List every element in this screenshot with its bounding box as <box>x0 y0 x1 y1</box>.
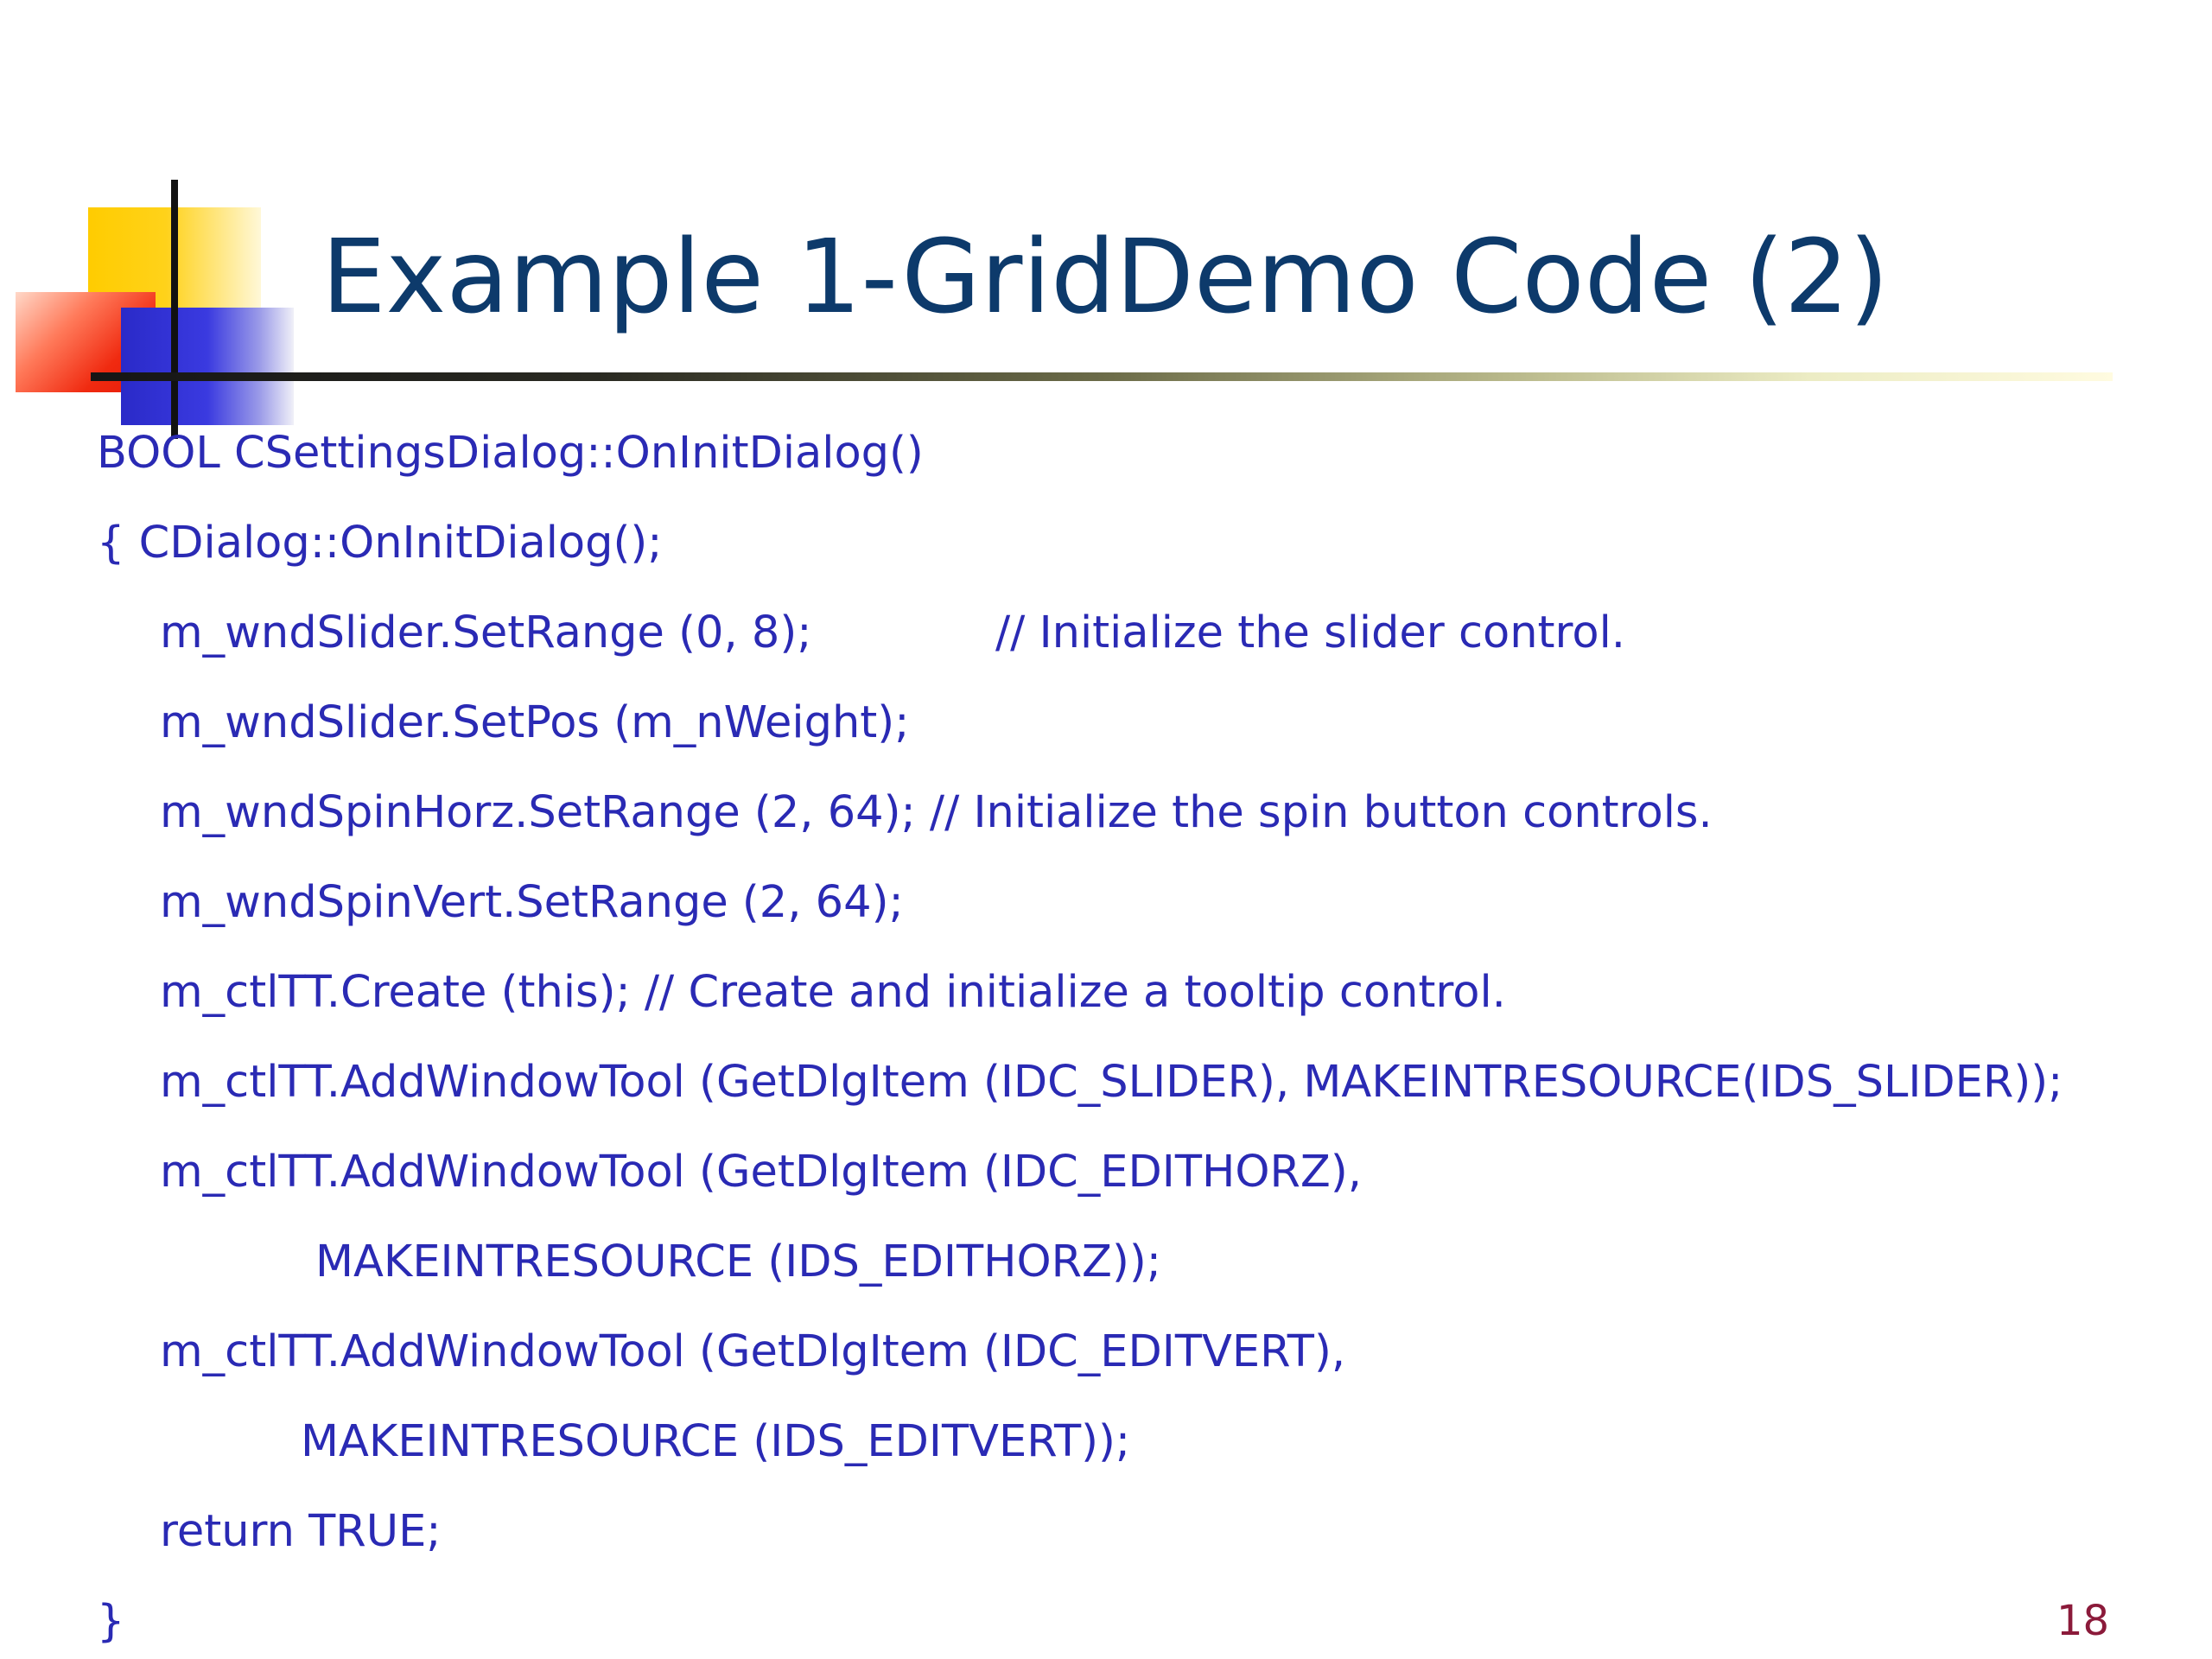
code-line: } <box>97 1596 125 1647</box>
code-line: m_wndSpinVert.SetRange (2, 64); <box>160 877 904 928</box>
code-line: BOOL CSettingsDialog::OnInitDialog() <box>97 428 924 479</box>
code-line: m_ctlTT.Create (this); // Create and ini… <box>160 967 1506 1018</box>
code-line: MAKEINTRESOURCE (IDS_EDITHORZ)); <box>315 1236 1161 1287</box>
code-line: m_wndSlider.SetPos (m_nWeight); <box>160 697 910 748</box>
logo-vertical-line <box>171 180 178 439</box>
code-line: m_wndSpinHorz.SetRange (2, 64); // Initi… <box>160 787 1713 838</box>
code-line: m_ctlTT.AddWindowTool (GetDlgItem (IDC_E… <box>160 1147 1362 1198</box>
code-line: { CDialog::OnInitDialog(); <box>97 518 663 569</box>
page-number: 18 <box>2056 1597 2110 1645</box>
code-line: return TRUE; <box>160 1506 442 1557</box>
code-line: m_wndSlider.SetRange (0, 8); <box>160 607 812 658</box>
title-underline <box>91 372 2113 381</box>
code-line: m_ctlTT.AddWindowTool (GetDlgItem (IDC_S… <box>160 1057 2063 1108</box>
blue-square-icon <box>121 308 294 425</box>
slide-title: Example 1-GridDemo Code (2) <box>321 217 1889 336</box>
code-line: m_ctlTT.AddWindowTool (GetDlgItem (IDC_E… <box>160 1326 1346 1377</box>
code-comment: // Initialize the slider control. <box>995 607 1625 658</box>
code-line: MAKEINTRESOURCE (IDS_EDITVERT)); <box>301 1416 1131 1467</box>
